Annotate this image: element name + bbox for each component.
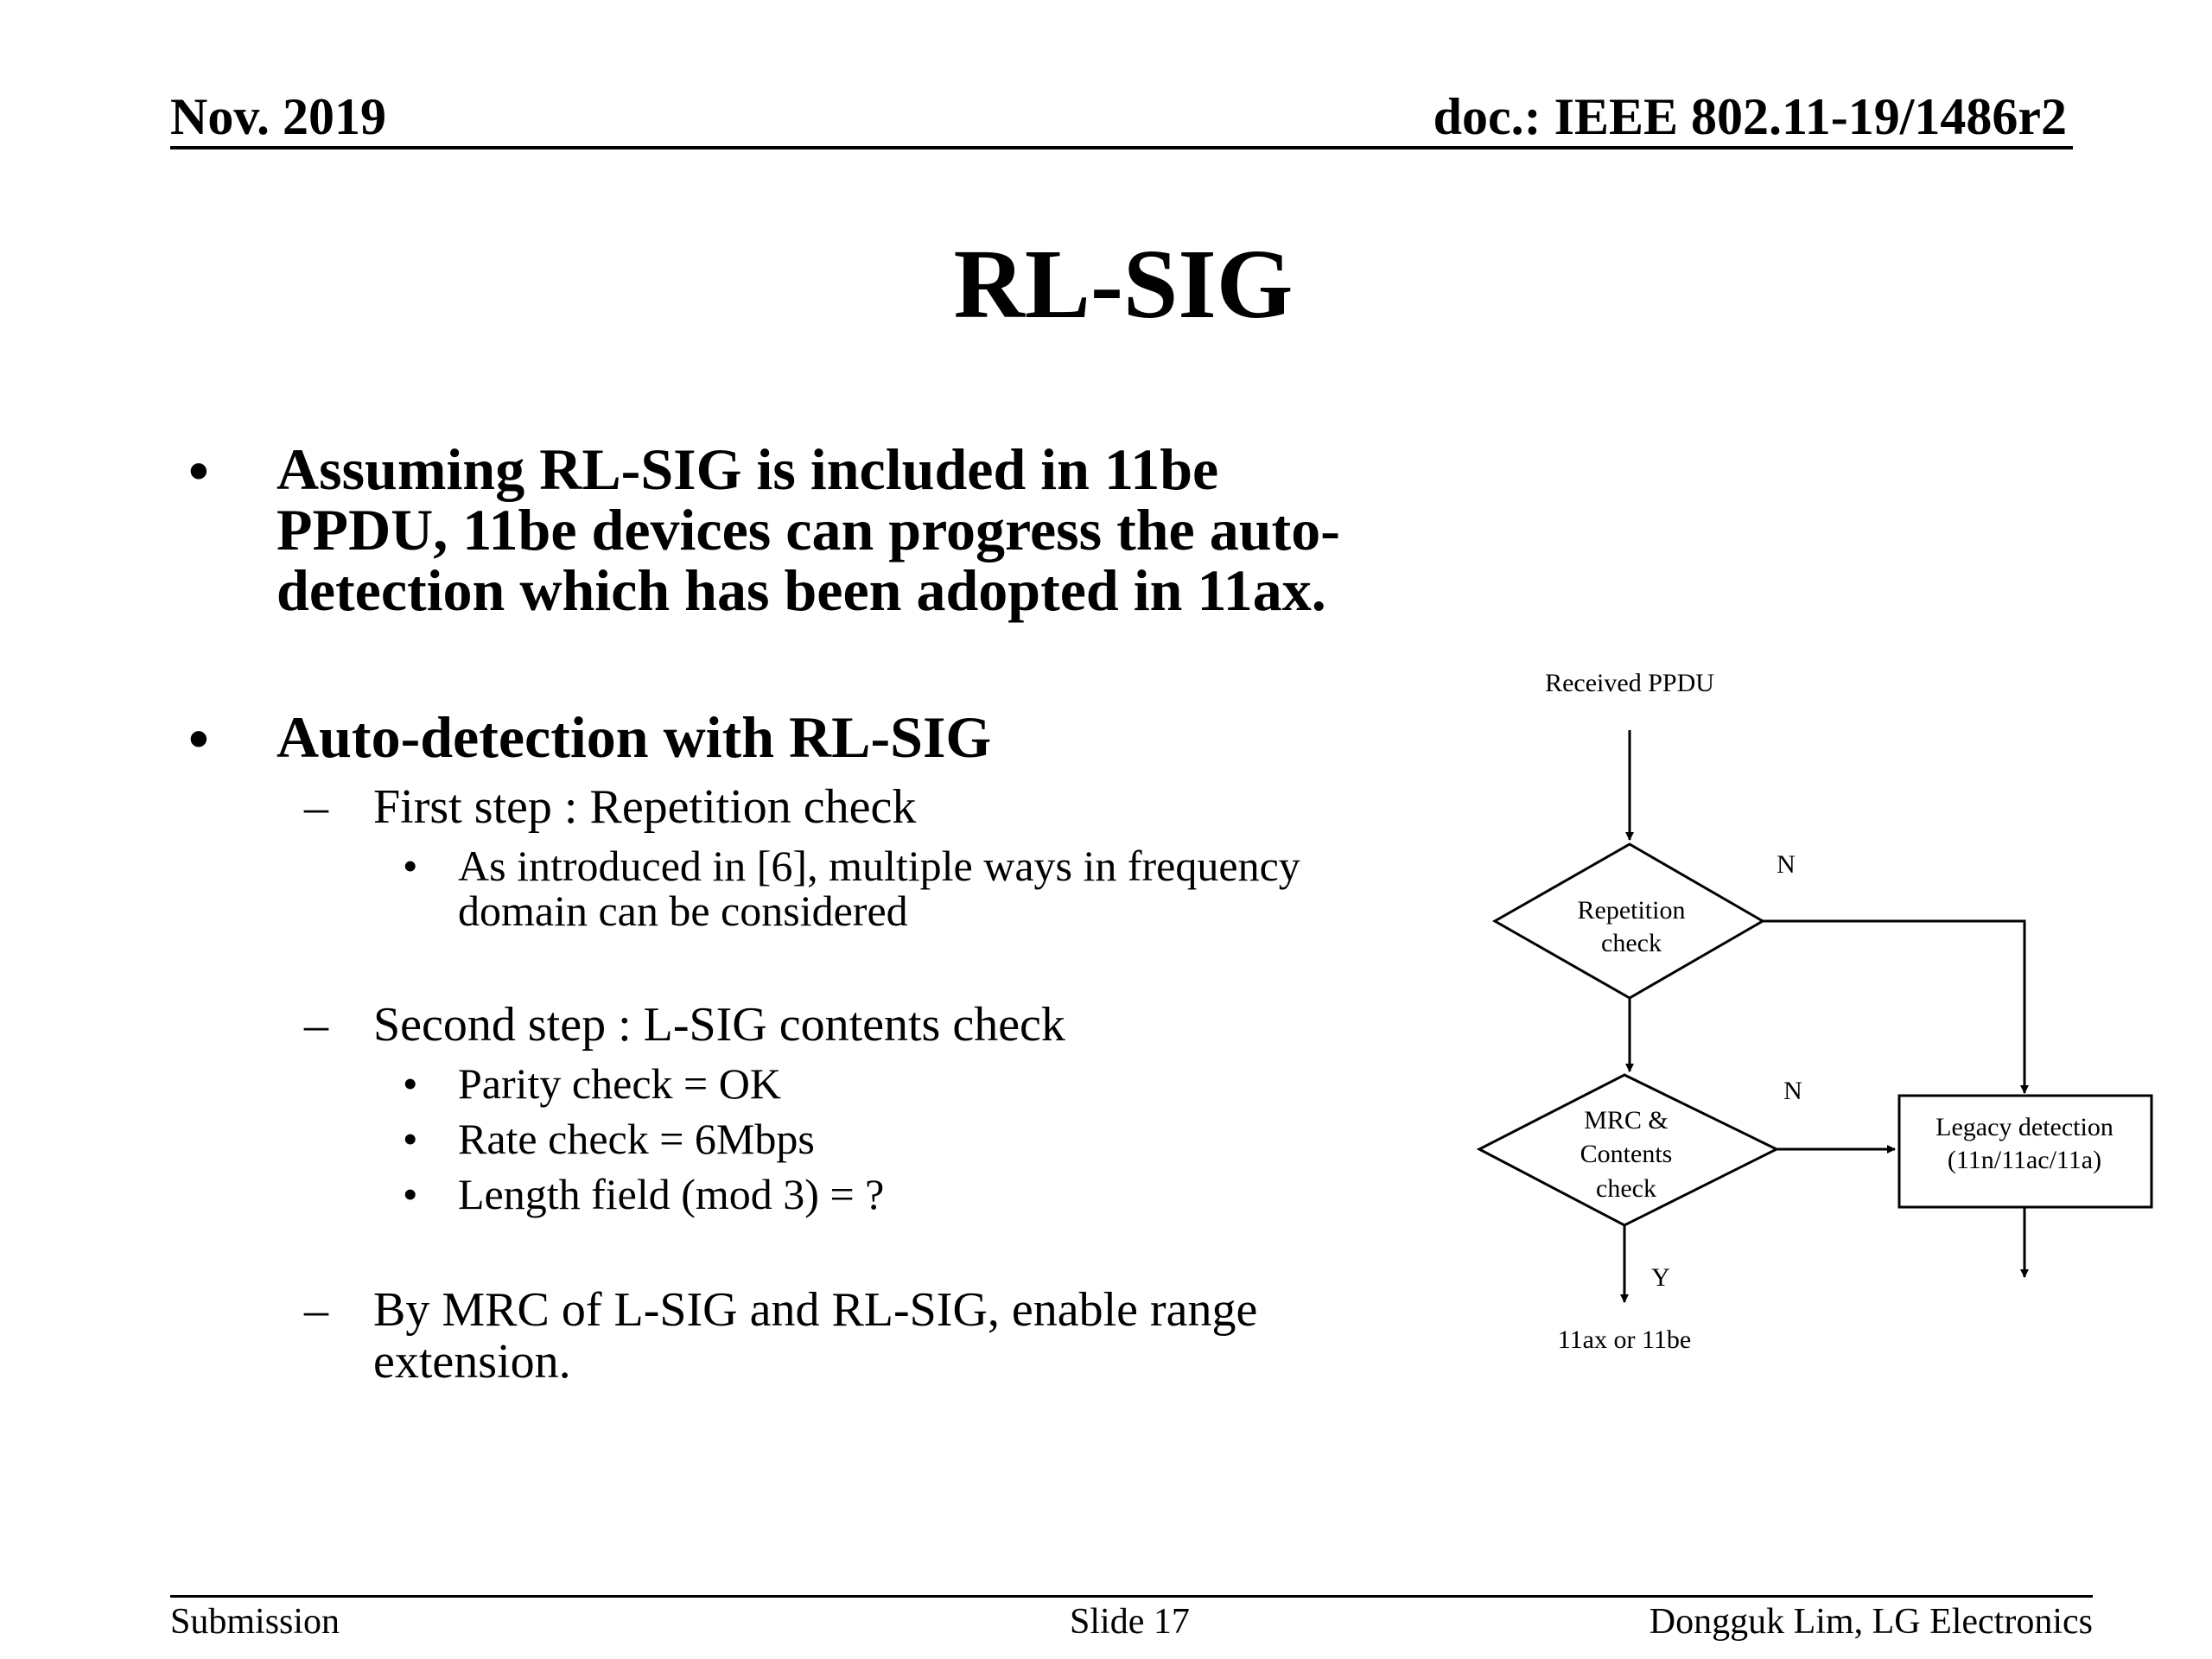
bullet-glyph: • — [403, 842, 418, 890]
bullet-glyph: • — [188, 438, 209, 504]
bullet-glyph: • — [403, 1170, 418, 1218]
arrow-repetition-no-to-legacy — [1763, 919, 2029, 1094]
decision1-line-2: check — [1601, 929, 1662, 957]
step2-text: Second step : L-SIG contents check — [373, 998, 1065, 1052]
step1-item-line-2: domain can be considered — [458, 887, 908, 935]
step1-text: First step : Repetition check — [373, 780, 917, 834]
legacy-line-1: Legacy detection — [1936, 1113, 2113, 1141]
step3-line-1: By MRC of L-SIG and RL-SIG, enable range — [373, 1283, 1258, 1337]
header-doc-id: doc.: IEEE 802.11-19/1486r2 — [1433, 88, 2067, 145]
footer-left: Submission — [170, 1602, 340, 1642]
bullet1-line-3: detection which has been adopted in 11ax… — [276, 557, 1326, 623]
flow-start-label: Received PPDU — [1545, 669, 1714, 697]
dash-glyph: – — [304, 998, 328, 1052]
page-title: RL-SIG — [953, 229, 1294, 339]
bullet1-line-2: PPDU, 11be devices can progress the auto… — [276, 497, 1340, 563]
bullet-glyph: • — [403, 1059, 418, 1108]
decision1-line-1: Repetition — [1578, 896, 1686, 925]
bullet2-text: Auto-detection with RL-SIG — [276, 704, 992, 770]
step2-item-3: Length field (mod 3) = ? — [458, 1170, 885, 1218]
bullet-glyph: • — [403, 1115, 418, 1163]
decision2-line-2: Contents — [1580, 1140, 1673, 1168]
flow-end-label: 11ax or 11be — [1558, 1325, 1691, 1354]
bullet-glyph: • — [188, 706, 209, 772]
step1-item-line-1: As introduced in [6], multiple ways in f… — [458, 842, 1300, 890]
step3-line-2: extension. — [373, 1335, 571, 1389]
dash-glyph: – — [304, 780, 328, 834]
legacy-line-2: (11n/11ac/11a) — [1948, 1146, 2101, 1174]
step2-item-2: Rate check = 6Mbps — [458, 1115, 815, 1163]
yes-label: Y — [1651, 1263, 1670, 1292]
no-label-1: N — [1777, 850, 1796, 879]
no-label-2: N — [1783, 1077, 1802, 1105]
dash-glyph: – — [304, 1283, 328, 1337]
decision2-line-1: MRC & — [1584, 1106, 1669, 1135]
header-date: Nov. 2019 — [170, 88, 387, 145]
header-rule — [170, 146, 2073, 149]
bullet1-line-1: Assuming RL-SIG is included in 11be — [276, 436, 1219, 502]
decision2-line-3: check — [1596, 1174, 1656, 1203]
footer-center: Slide 17 — [1070, 1602, 1190, 1642]
footer-rule — [170, 1595, 2093, 1598]
step2-item-1: Parity check = OK — [458, 1059, 781, 1108]
footer-right: Dongguk Lim, LG Electronics — [1649, 1602, 2093, 1642]
